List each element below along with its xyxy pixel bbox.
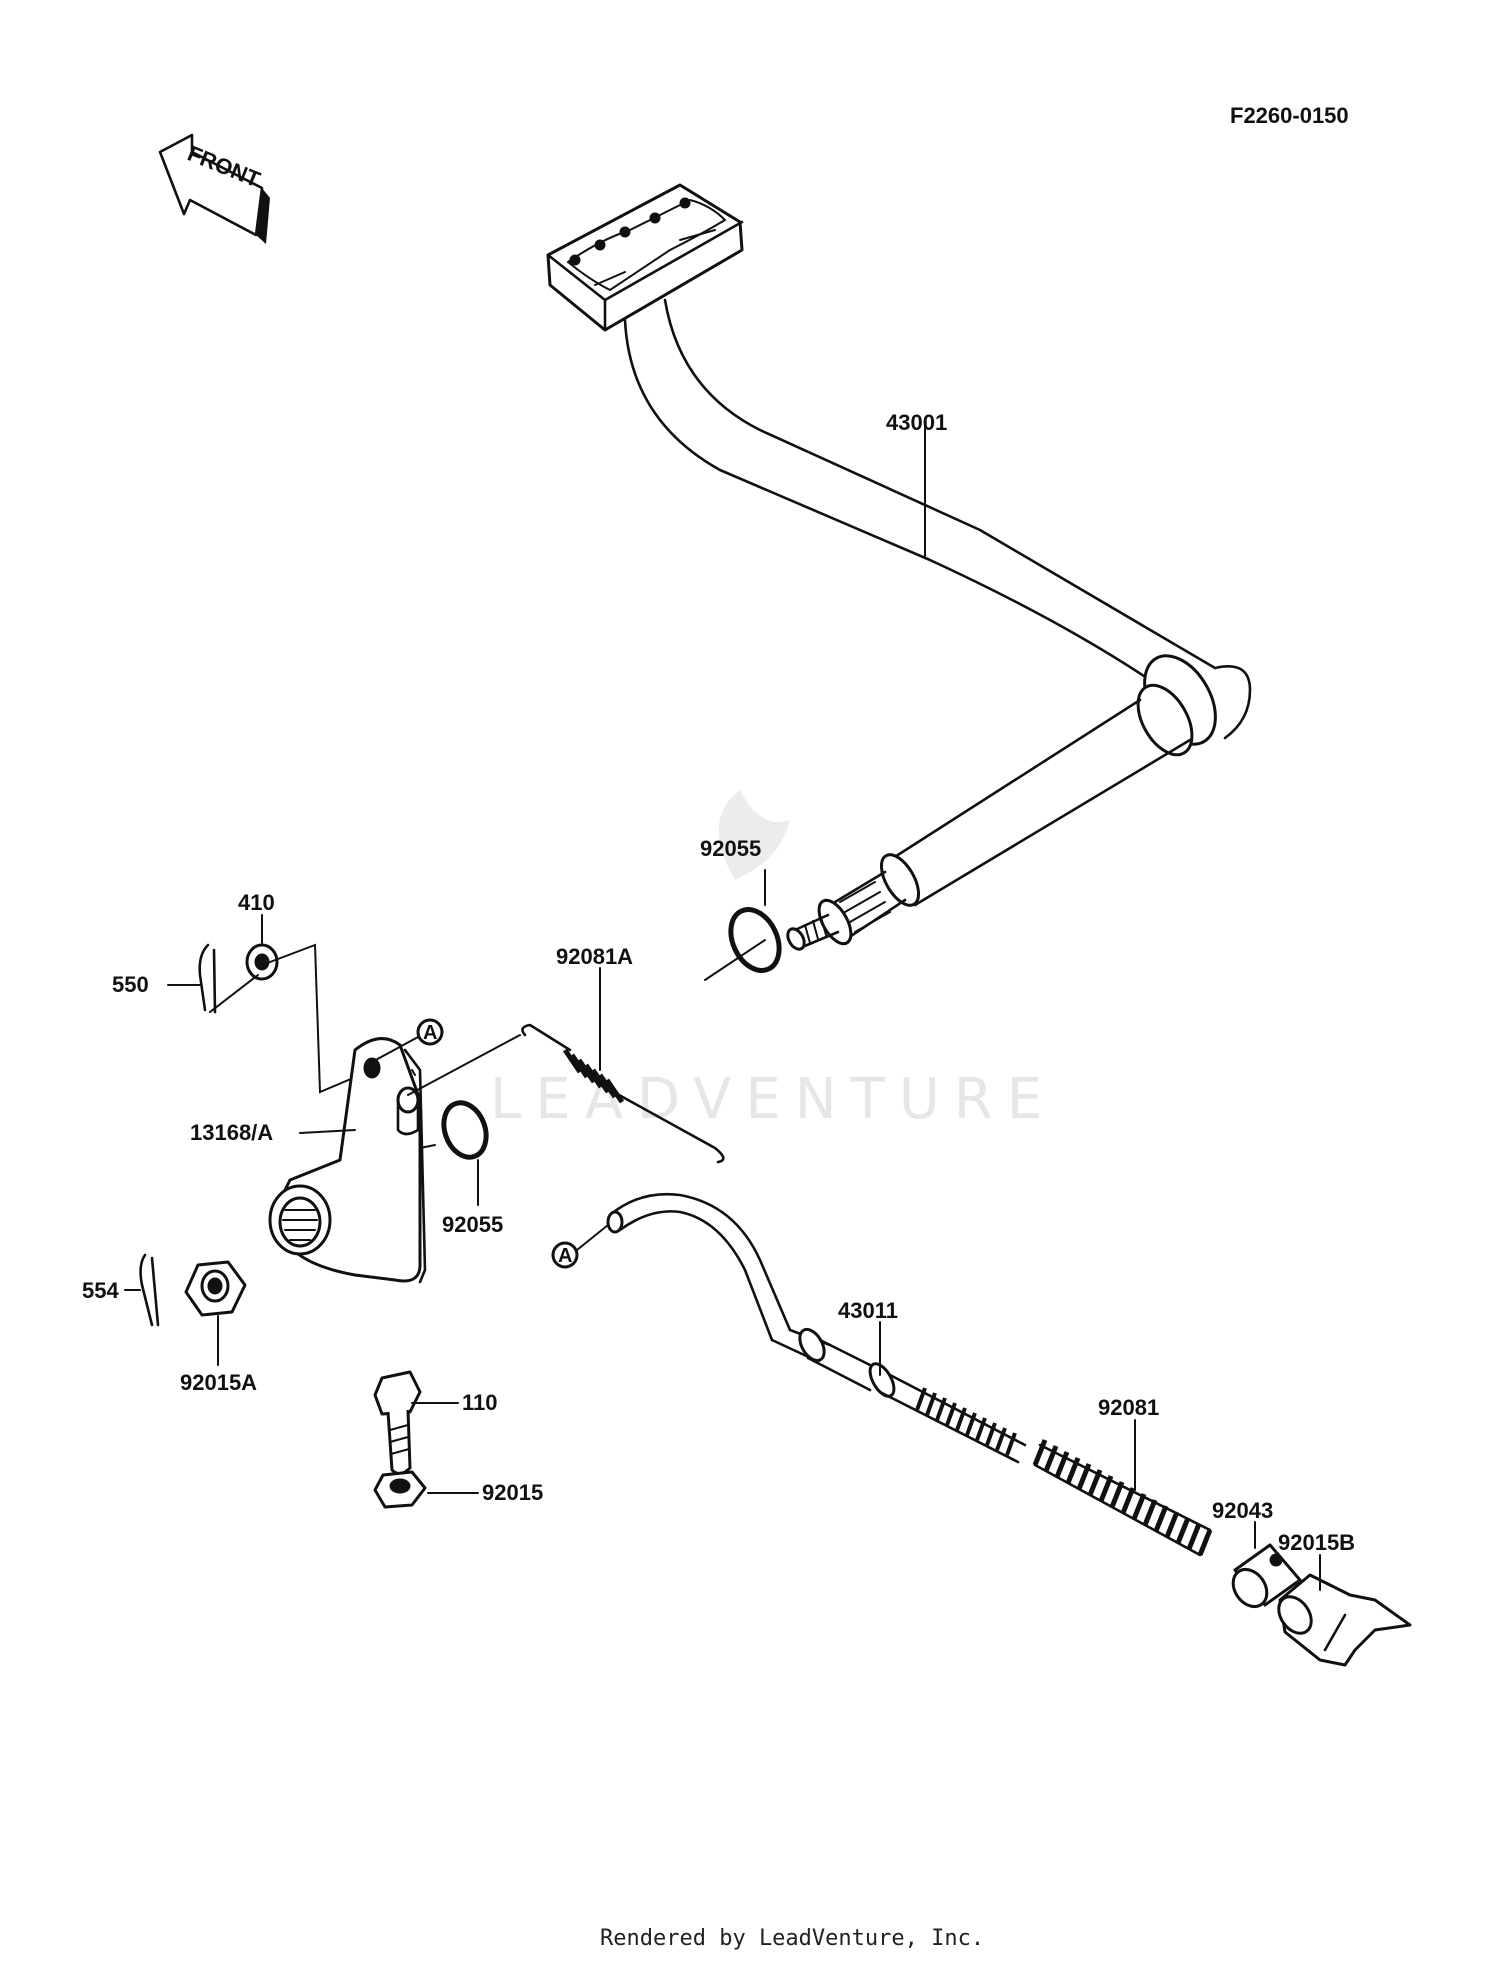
label-92055-lower: 92055 (442, 1212, 503, 1237)
label-92043: 92043 (1212, 1498, 1273, 1523)
ref-marker-a-lower: A (551, 1224, 609, 1269)
footer-credit: Rendered by LeadVenture, Inc. (600, 1926, 984, 1951)
label-92015: 92015 (482, 1480, 543, 1505)
svg-text:A: A (558, 1245, 572, 1267)
diagram-code: F2260-0150 (1230, 103, 1349, 128)
front-direction-arrow-icon: FRONT (158, 133, 270, 244)
svg-text:A: A (423, 1022, 437, 1044)
label-43011: 43011 (838, 1298, 898, 1323)
spring-92081a (521, 967, 725, 1164)
label-92015a: 92015A (180, 1370, 257, 1395)
label-410: 410 (238, 890, 275, 915)
label-110: 110 (462, 1390, 498, 1415)
brake-rod-43011 (606, 1192, 1027, 1464)
leader-assembly-410 (269, 943, 373, 1094)
cotter-pin-554 (124, 1253, 160, 1327)
label-92055-upper: 92055 (700, 836, 761, 861)
label-550: 550 (112, 972, 149, 997)
wing-nut-92015b (1277, 1554, 1412, 1667)
collar-92043 (1231, 1521, 1302, 1609)
oring-92055-upper (704, 869, 782, 981)
brake-lever-13168a (268, 1034, 521, 1284)
label-92081: 92081 (1098, 1395, 1159, 1420)
watermark-text: LEADVENTURE (490, 1067, 1056, 1132)
bolt-110 (373, 1370, 459, 1475)
oring-92055-lower (419, 1100, 489, 1206)
ref-marker-a-upper: A (371, 1018, 444, 1063)
spring-92081 (1032, 1419, 1213, 1557)
label-554: 554 (82, 1278, 119, 1303)
label-13168a: 13168/A (190, 1120, 273, 1145)
nut-92015 (373, 1470, 479, 1509)
washer-410 (245, 914, 279, 981)
label-92015b: 92015B (1278, 1530, 1355, 1555)
label-92081a: 92081A (556, 944, 633, 969)
watermark: LEADVENTURE (490, 790, 1056, 1132)
brake-pedal-43001 (546, 183, 1252, 951)
label-43001: 43001 (886, 410, 947, 435)
cotter-pin-550 (167, 943, 259, 1014)
nut-92015a (184, 1260, 247, 1366)
leader-13168a (299, 1129, 356, 1134)
